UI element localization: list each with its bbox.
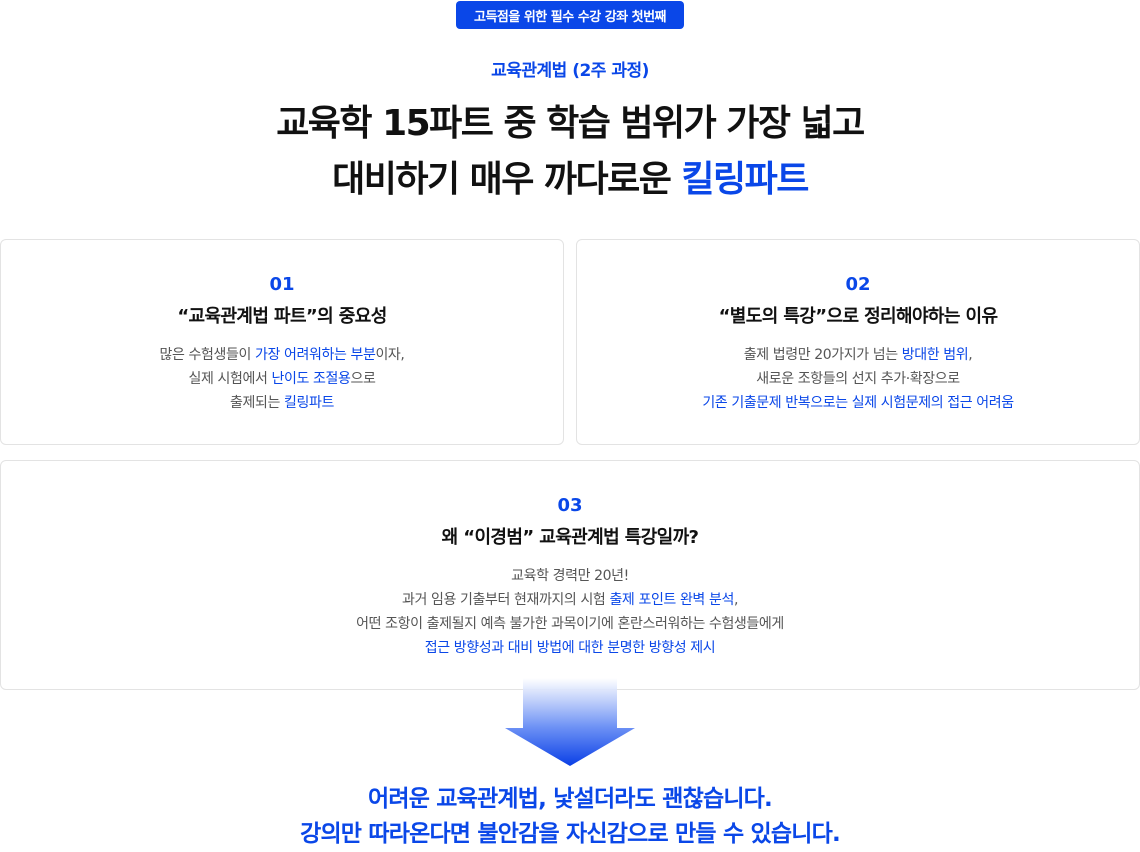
feature-card-02: 02 “별도의 특강”으로 정리해야하는 이유 출제 법령만 20가지가 넘는 … [576,239,1140,445]
card-body-line: 실제 시험에서 난이도 조절용으로 [1,367,563,391]
headline-line-2-text: 대비하기 매우 까다로운 [332,159,682,200]
feature-card-03: 03 왜 “이경범” 교육관계법 특강일까? 교육학 경력만 20년! 과거 임용… [0,460,1140,690]
card-number: 03 [557,495,583,516]
highlight-text: 방대한 범위 [901,347,969,363]
card-body-line: 기존 기출문제 반복으로는 실제 시험문제의 접근 어려움 [577,391,1139,415]
card-body-line: 출제 법령만 20가지가 넘는 방대한 범위, [577,343,1139,367]
body-text: 어떤 조항이 출제될지 예측 불가한 과목이기에 혼란스러워하는 수험생들에게 [356,616,784,632]
highlight-text: 기존 기출문제 반복으로는 실제 시험문제의 접근 어려움 [702,395,1014,411]
closing-line-1: 어려운 교육관계법, 낯설더라도 괜찮습니다. [368,786,773,812]
card-number: 01 [269,274,295,295]
headline-highlight: 킬링파트 [681,159,809,200]
body-text: , [733,592,738,608]
highlight-text: 접근 방향성과 대비 방법에 대한 분명한 방향성 제시 [424,640,716,656]
page-headline: 교육학 15파트 중 학습 범위가 가장 넓고 대비하기 매우 까다로운 킬링파… [0,96,1140,208]
body-text: 교육학 경력만 20년! [511,568,629,584]
course-subtitle: 교육관계법 (2주 과정) [491,61,649,81]
card-body-line: 출제되는 킬링파트 [1,391,563,415]
body-text: 출제 법령만 20가지가 넘는 [743,347,902,363]
closing-line-2: 강의만 따라온다면 불안감을 자신감으로 만들 수 있습니다. [300,821,841,847]
body-text: 새로운 조항들의 선지 추가·확장으로 [756,371,960,387]
card-body: 많은 수험생들이 가장 어려워하는 부분이자,실제 시험에서 난이도 조절용으로… [1,343,563,415]
body-text: 이자, [375,347,405,363]
feature-card-01: 01 “교육관계법 파트”의 중요성 많은 수험생들이 가장 어려워하는 부분이… [0,239,564,445]
card-number: 02 [845,274,871,295]
body-text: , [968,347,973,363]
headline-line-2: 대비하기 매우 까다로운 킬링파트 [0,152,1140,208]
highlight-text: 난이도 조절용 [271,371,351,387]
card-body-line: 새로운 조항들의 선지 추가·확장으로 [577,367,1139,391]
body-text: 과거 임용 기출부터 현재까지의 시험 [402,592,610,608]
body-text: 출제되는 [230,395,285,411]
card-body: 교육학 경력만 20년! 과거 임용 기출부터 현재까지의 시험 출제 포인트 완… [1,564,1139,660]
highlight-text: 가장 어려워하는 부분 [255,347,376,363]
course-badge: 고득점을 위한 필수 수강 강좌 첫번째 [456,1,684,29]
card-title: “교육관계법 파트”의 중요성 [177,306,387,327]
card-body: 출제 법령만 20가지가 넘는 방대한 범위, 새로운 조항들의 선지 추가·확장… [577,343,1139,415]
body-text: 많은 수험생들이 [159,347,256,363]
card-body-line: 많은 수험생들이 가장 어려워하는 부분이자, [1,343,563,367]
highlight-text: 출제 포인트 완벽 분석 [609,592,734,608]
card-body-line: 교육학 경력만 20년! [1,564,1139,588]
card-body-line: 과거 임용 기출부터 현재까지의 시험 출제 포인트 완벽 분석, [1,588,1139,612]
closing-message: 어려운 교육관계법, 낯설더라도 괜찮습니다. 강의만 따라온다면 불안감을 자… [0,782,1140,852]
card-title: 왜 “이경범” 교육관계법 특강일까? [441,527,699,548]
headline-line-1: 교육학 15파트 중 학습 범위가 가장 넓고 [276,103,865,144]
card-title: “별도의 특강”으로 정리해야하는 이유 [718,306,998,327]
card-body-line: 접근 방향성과 대비 방법에 대한 분명한 방향성 제시 [1,636,1139,660]
card-body-line: 어떤 조항이 출제될지 예측 불가한 과목이기에 혼란스러워하는 수험생들에게 [1,612,1139,636]
body-text: 실제 시험에서 [188,371,272,387]
body-text: 으로 [350,371,376,387]
highlight-text: 킬링파트 [284,395,334,411]
down-arrow-gradient-icon [505,678,635,766]
